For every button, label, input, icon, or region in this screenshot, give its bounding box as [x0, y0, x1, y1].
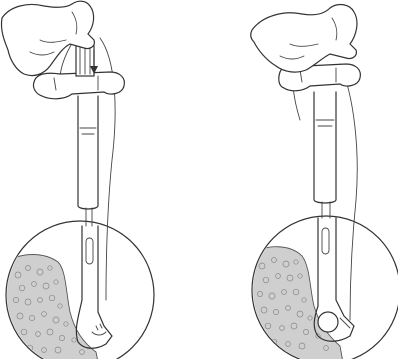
left-panel	[0, 1, 154, 359]
left-instrument-shaft	[78, 96, 98, 209]
right-panel	[240, 5, 398, 359]
right-instrument-shaft	[314, 92, 336, 203]
right-hand	[251, 5, 357, 73]
right-magnified-inset	[240, 216, 398, 359]
left-magnified-inset	[0, 221, 154, 359]
right-magnified-knot	[318, 312, 338, 332]
